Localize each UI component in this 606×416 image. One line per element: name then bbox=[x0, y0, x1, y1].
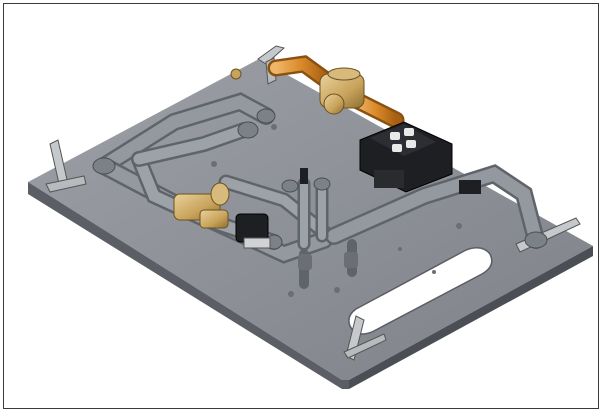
corner-bracket-bottom bbox=[343, 315, 387, 361]
pipe-couplings bbox=[92, 108, 548, 250]
brass-valve-top bbox=[319, 67, 365, 115]
corner-bracket-left bbox=[45, 139, 87, 193]
black-solenoid bbox=[235, 213, 271, 249]
image-frame bbox=[3, 3, 599, 409]
brass-valve-left bbox=[173, 182, 230, 229]
manifold-rendering bbox=[28, 45, 593, 389]
black-controller bbox=[359, 121, 481, 194]
plate-slot bbox=[348, 247, 493, 335]
center-fitting bbox=[298, 168, 358, 270]
